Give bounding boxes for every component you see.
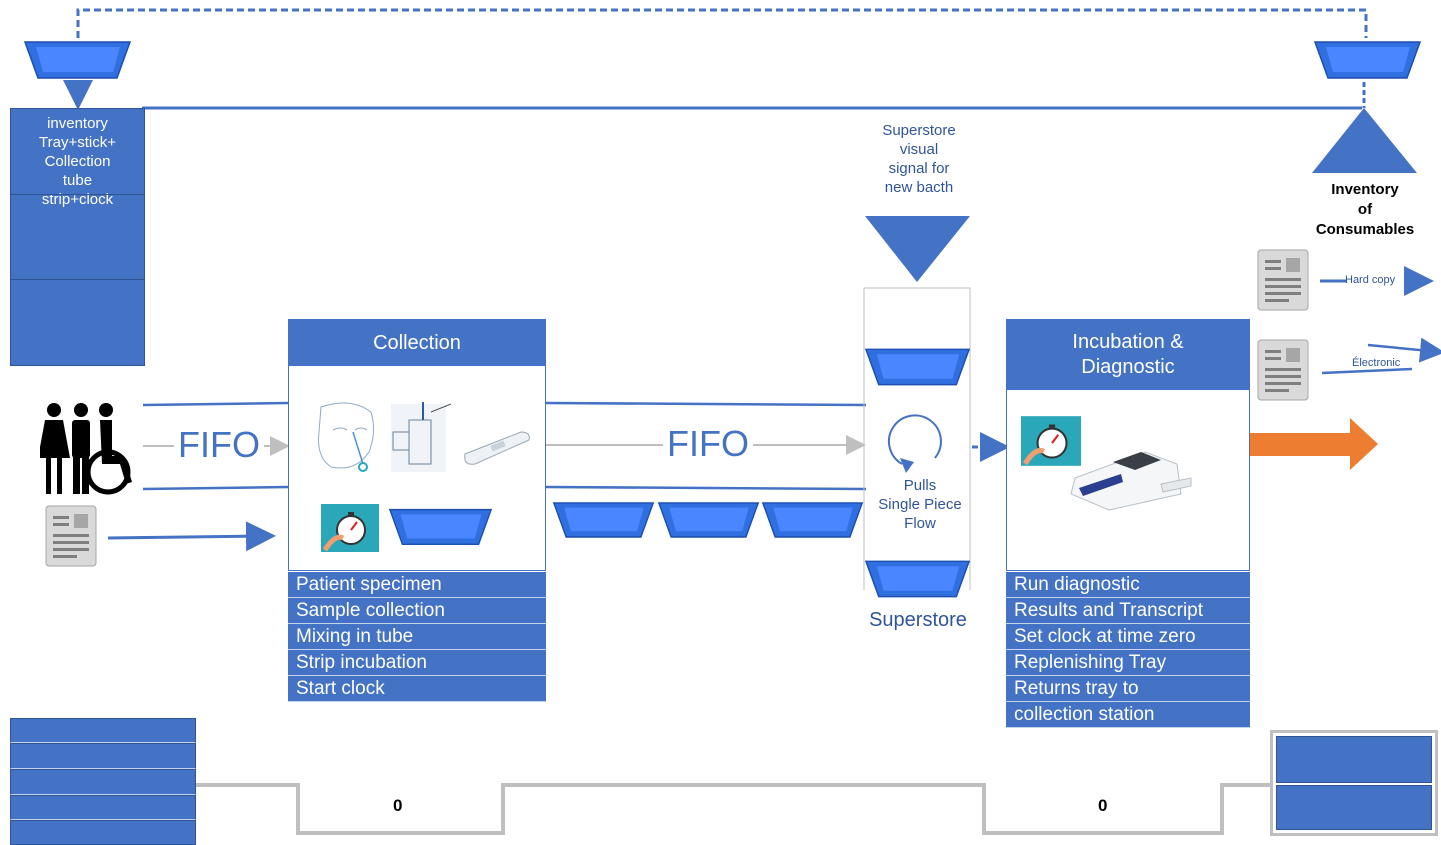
electronic-label: Électronic xyxy=(1352,357,1401,369)
pulls-line: Single Piece xyxy=(878,496,962,513)
consumables-line: of xyxy=(1357,201,1373,218)
inventory-line: inventory xyxy=(47,115,108,132)
stopwatch-icon xyxy=(1021,416,1081,466)
signal-line: visual xyxy=(899,141,939,158)
incubation-step: collection station xyxy=(1006,702,1250,728)
incubation-title-line: Diagnostic xyxy=(1081,356,1175,378)
fifo-label-left: FIFO xyxy=(174,424,264,466)
pull-circle-arrow xyxy=(888,414,942,465)
collection-step: Patient specimen xyxy=(288,572,546,598)
document-icon-hardcopy xyxy=(1257,249,1309,311)
tray-icon-superstore-top xyxy=(864,348,971,386)
tray-icon-queue-3 xyxy=(761,502,864,538)
stopwatch-icon xyxy=(321,504,379,552)
pulls-label: Pulls Single Piece Flow xyxy=(866,476,974,533)
tray-icon-queue-1 xyxy=(552,502,655,538)
incubation-step: Returns tray to xyxy=(1006,676,1250,702)
stack-cell xyxy=(1276,736,1432,783)
tray-icon-top-right xyxy=(1313,41,1422,79)
collection-step: Start clock xyxy=(288,676,546,702)
signal-line: new bacth xyxy=(884,179,954,196)
pulls-line: Pulls xyxy=(903,477,937,494)
timeline-value-right: 0 xyxy=(1098,796,1108,815)
superstore-label: Superstore xyxy=(869,609,967,631)
inventory-line: tube xyxy=(62,172,93,189)
incubation-step: Results and Transcript xyxy=(1006,598,1250,624)
tray-icon-superstore-bottom xyxy=(864,560,971,598)
superstore-frame xyxy=(864,287,971,590)
consumables-label: Inventory of Consumables xyxy=(1300,180,1430,240)
superstore-signal-label: Superstore visual signal for new bacth xyxy=(858,121,980,197)
orange-output-arrow xyxy=(1250,418,1378,470)
stack-cell xyxy=(10,820,196,845)
consumables-line: Inventory xyxy=(1331,181,1399,198)
stack-cell xyxy=(10,743,196,769)
divider xyxy=(11,279,144,280)
document-arrow xyxy=(107,521,276,552)
inventory-triangle xyxy=(1312,108,1417,173)
document-icon-electronic xyxy=(1257,339,1309,401)
pulls-line: Flow xyxy=(904,515,936,532)
nasal-swab-illustration-icon xyxy=(318,402,452,472)
timeline-value-left: 0 xyxy=(393,796,403,815)
kanban-signal-triangle xyxy=(865,216,970,282)
tray-icon-collection xyxy=(388,508,493,546)
inventory-line: Collection xyxy=(44,153,111,170)
divider xyxy=(11,194,144,195)
lead-time-ladder xyxy=(196,783,1272,835)
inventory-text: inventory Tray+stick+ Collection tube st… xyxy=(11,109,144,209)
tray-icon-top-left xyxy=(23,41,132,79)
incubation-step: Run diagnostic xyxy=(1006,572,1250,598)
inventory-line: Tray+stick+ xyxy=(39,134,116,151)
dashed-return-loop xyxy=(76,8,1368,38)
stack-cell xyxy=(1276,785,1432,830)
people-icon xyxy=(40,403,132,495)
signal-line: signal for xyxy=(888,160,950,177)
incubation-step: Set clock at time zero xyxy=(1006,624,1250,650)
test-strip-icon xyxy=(464,431,530,465)
inventory-box: inventory Tray+stick+ Collection tube st… xyxy=(10,108,145,366)
stack-cell xyxy=(10,718,196,743)
lead-time-stack-right xyxy=(1270,730,1438,836)
collection-step: Mixing in tube xyxy=(288,624,546,650)
hard-copy-label: Hard copy xyxy=(1345,274,1396,286)
incubation-process-box: Incubation & Diagnostic xyxy=(1006,319,1250,571)
collection-title: Collection xyxy=(289,320,545,366)
lead-time-stack-left xyxy=(10,718,196,845)
incubation-step: Replenishing Tray xyxy=(1006,650,1250,676)
collection-steps-list: Patient specimen Sample collection Mixin… xyxy=(288,572,546,702)
fifo-label-middle: FIFO xyxy=(663,423,753,465)
collection-process-box: Collection xyxy=(288,319,546,571)
incubation-title: Incubation & Diagnostic xyxy=(1007,320,1249,390)
stack-cell xyxy=(10,769,196,795)
stack-cell xyxy=(10,795,196,820)
incubation-title-line: Incubation & xyxy=(1072,331,1184,353)
incubation-steps-list: Run diagnostic Results and Transcript Se… xyxy=(1006,572,1250,728)
diagnostic-analyzer-icon xyxy=(1070,451,1192,511)
inventory-line: strip+clock xyxy=(41,191,114,208)
document-icon-left xyxy=(45,505,97,567)
signal-line: Superstore xyxy=(882,122,956,139)
collection-step: Strip incubation xyxy=(288,650,546,676)
collection-step: Sample collection xyxy=(288,598,546,624)
tray-icon-queue-2 xyxy=(657,502,760,538)
consumables-line: Consumables xyxy=(1315,221,1415,238)
